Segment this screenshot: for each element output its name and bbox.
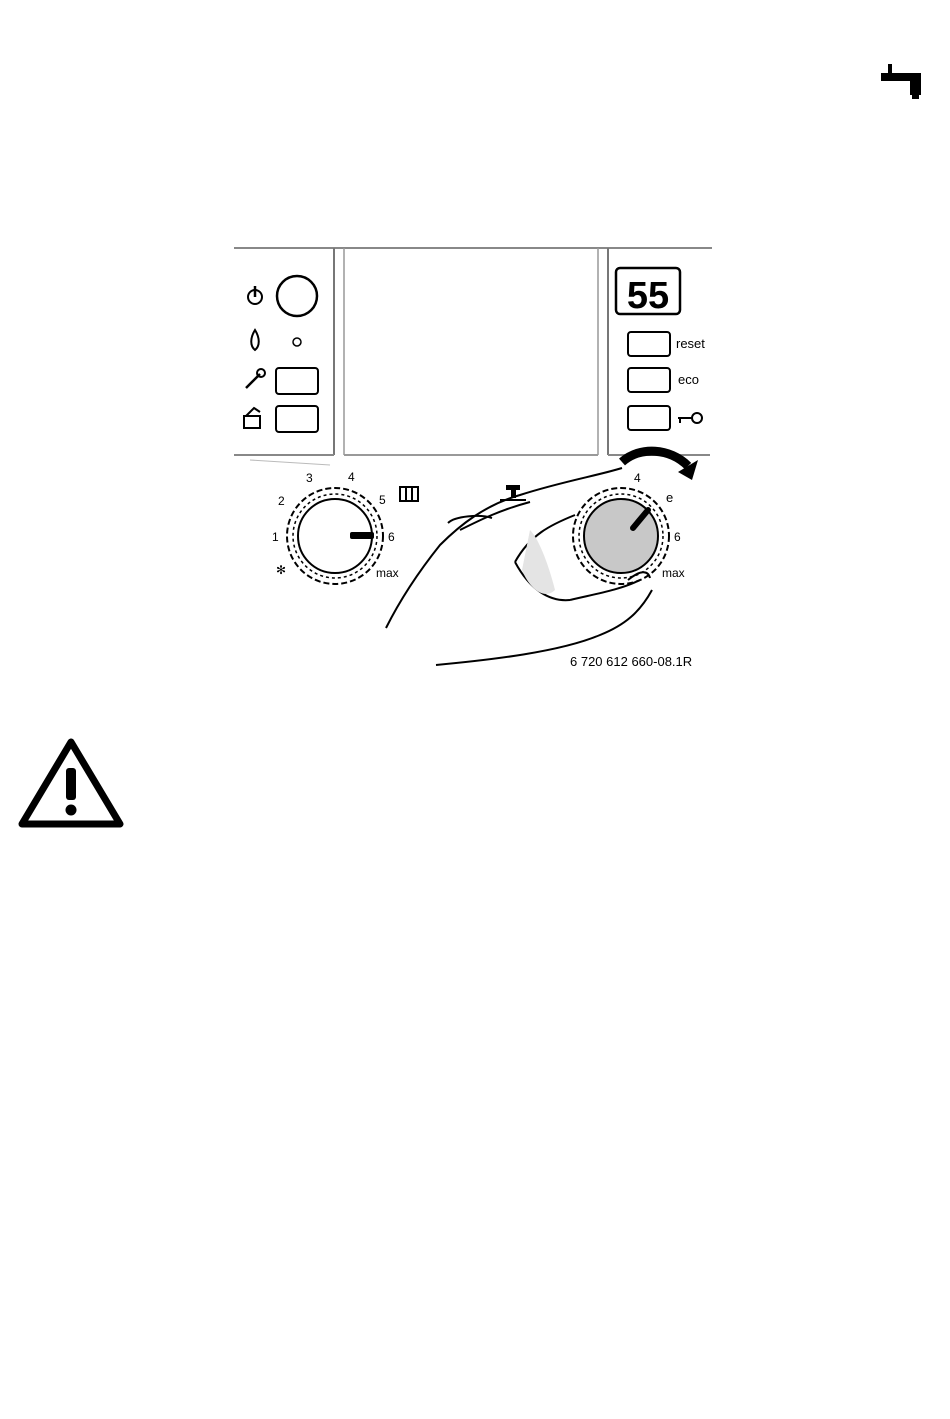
- left-panel: [334, 248, 344, 455]
- burner-indicator-led: [293, 338, 301, 346]
- main-switch-button[interactable]: [277, 276, 317, 316]
- eco-button[interactable]: [628, 368, 670, 392]
- chimney-sweep-icon: [244, 408, 260, 428]
- left-dial-label-2: 2: [278, 494, 285, 508]
- right-dial-label-e: e: [666, 490, 673, 505]
- flame-icon: [251, 330, 259, 350]
- power-icon: [248, 286, 262, 304]
- service-button[interactable]: [276, 368, 318, 394]
- reset-label: reset: [676, 336, 705, 351]
- reset-button[interactable]: [628, 332, 670, 356]
- radiator-icon: [400, 487, 418, 501]
- temperature-display: 55: [627, 275, 669, 317]
- key-icon: [678, 413, 702, 423]
- control-panel-figure: 55 reset eco ✻ 1 2 3 4 5 6 max: [230, 240, 720, 680]
- heating-temperature-dial[interactable]: [287, 488, 383, 584]
- chimney-sweep-button[interactable]: [276, 406, 318, 432]
- key-lock-button[interactable]: [628, 406, 670, 430]
- tap-icon: [876, 60, 928, 100]
- warning-triangle-icon: [18, 738, 124, 828]
- left-dial-label-frost: ✻: [276, 563, 286, 577]
- hot-water-temperature-dial[interactable]: [573, 488, 669, 584]
- right-dial-label-4: 4: [634, 471, 641, 485]
- left-dial-label-5: 5: [379, 493, 386, 507]
- figure-reference-code: 6 720 612 660-08.1R: [570, 654, 692, 669]
- left-dial-label-max: max: [376, 566, 399, 580]
- left-dial-label-6: 6: [388, 530, 395, 544]
- right-dial-label-6: 6: [674, 530, 681, 544]
- eco-label: eco: [678, 372, 699, 387]
- left-dial-label-4: 4: [348, 470, 355, 484]
- left-dial-label-3: 3: [306, 471, 313, 485]
- wrench-icon: [246, 369, 265, 388]
- right-dial-label-max: max: [662, 566, 685, 580]
- left-dial-label-1: 1: [272, 530, 279, 544]
